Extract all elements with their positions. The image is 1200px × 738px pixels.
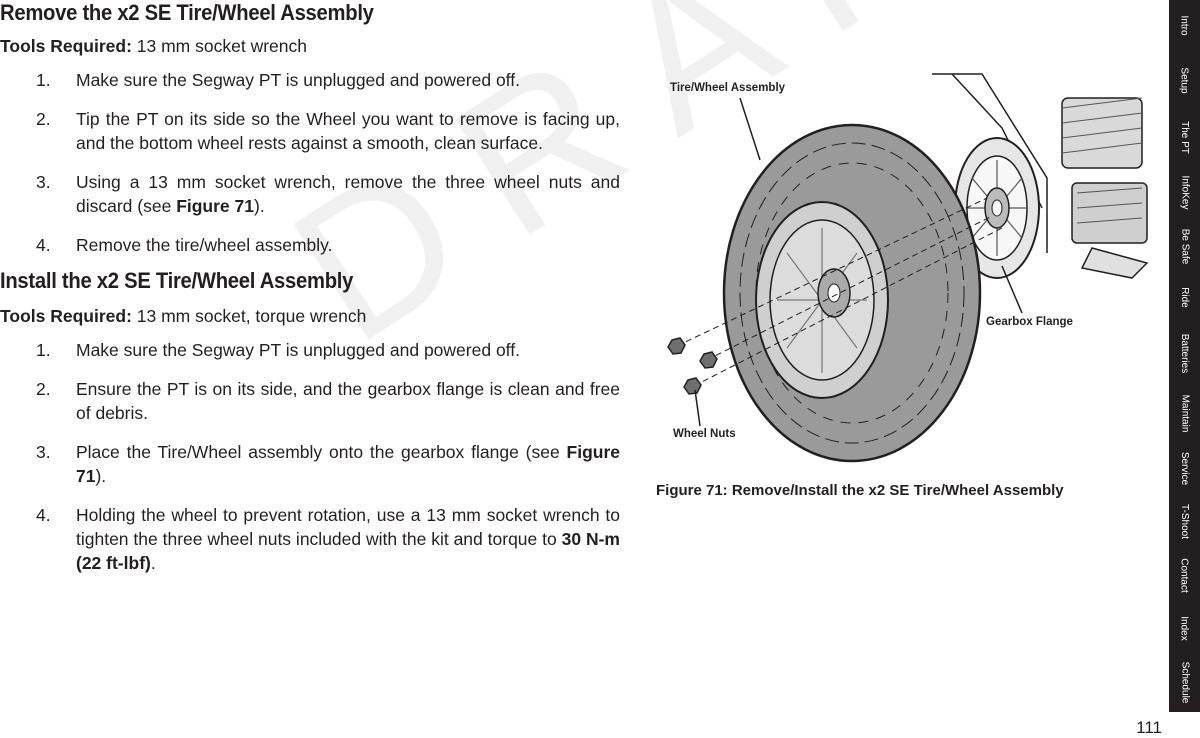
step-text-end: . — [150, 553, 156, 573]
list-item: 4. Holding the wheel to prevent rotation,… — [0, 503, 620, 575]
list-item: 3. Using a 13 mm socket wrench, remove th… — [0, 170, 620, 218]
label-tire-wheel-assembly: Tire/Wheel Assembly — [670, 82, 786, 94]
tab-maintain[interactable]: Maintain — [1179, 394, 1190, 432]
figure-71: Tire/Wheel Assembly Gearbox Flange Wheel… — [652, 68, 1152, 468]
step-text: Tip the PT on its side so the Wheel you … — [76, 109, 620, 153]
remove-tools-required: Tools Required: 13 mm socket wrench — [0, 36, 307, 57]
step-text: Using a 13 mm socket wrench, remove the … — [76, 172, 620, 216]
tab-setup[interactable]: Setup — [1178, 66, 1190, 94]
step-number: 2. — [36, 379, 51, 399]
tab-infokey[interactable]: InfoKey — [1179, 175, 1191, 210]
step-number: 4. — [36, 505, 51, 525]
tire-wheel-illustration — [667, 73, 1149, 463]
page-number: 111 — [1136, 718, 1162, 737]
step-number: 3. — [36, 172, 51, 192]
section-remove-title: Remove the x2 SE Tire/Wheel Assembly — [0, 0, 374, 25]
step-text: Holding the wheel to prevent rotation, u… — [76, 505, 620, 549]
step-text: Make sure the Segway PT is unplugged and… — [76, 340, 520, 360]
torque-value: 30 N-m (22 ft-lbf) — [76, 529, 620, 573]
tab-schedule[interactable]: Schedule — [1179, 661, 1191, 704]
tab-index[interactable]: Index — [1179, 615, 1190, 641]
tools-label: Tools Required: — [0, 36, 132, 56]
figure-link[interactable]: Figure 71 — [76, 442, 620, 486]
label-wheel-nuts: Wheel Nuts — [673, 428, 736, 440]
step-text: Place the Tire/Wheel assembly onto the g… — [76, 442, 567, 462]
step-number: 1. — [36, 340, 51, 360]
step-number: 3. — [36, 442, 51, 462]
tab-intro[interactable]: Intro — [1178, 14, 1190, 36]
list-item: 1. Make sure the Segway PT is unplugged a… — [0, 68, 620, 92]
list-item: 2. Ensure the PT is on its side, and the … — [0, 377, 620, 425]
step-number: 4. — [36, 235, 51, 255]
segway-body — [932, 73, 1149, 279]
step-text: Make sure the Segway PT is unplugged and… — [76, 70, 520, 90]
tab-batteries[interactable]: Batteries — [1179, 333, 1190, 373]
tools-label: Tools Required: — [0, 306, 132, 326]
wheel-nuts — [667, 337, 718, 395]
list-item: 3. Place the Tire/Wheel assembly onto the… — [0, 440, 620, 488]
tab-contact[interactable]: Contact — [1179, 558, 1190, 593]
step-text-end: ). — [95, 466, 107, 486]
section-tabs: Intro Setup The PT InfoKey Be Safe Ride … — [1169, 0, 1200, 712]
step-text: Ensure the PT is on its side, and the ge… — [76, 379, 620, 423]
gearbox-flange — [954, 137, 1040, 279]
step-text-end: ). — [254, 196, 265, 216]
list-item: 1. Make sure the Segway PT is unplugged a… — [0, 338, 620, 362]
figure-link[interactable]: Figure 71 — [176, 196, 254, 216]
list-item: 2. Tip the PT on its side so the Wheel yo… — [0, 107, 620, 155]
tools-value: 13 mm socket wrench — [136, 36, 307, 56]
list-item: 4. Remove the tire/wheel assembly. — [0, 233, 620, 257]
tab-the-pt[interactable]: The PT — [1179, 121, 1191, 154]
tab-ride[interactable]: Ride — [1178, 286, 1190, 308]
remove-steps: 1. Make sure the Segway PT is unplugged a… — [0, 68, 620, 272]
tab-t-shoot[interactable]: T-Shoot — [1179, 503, 1190, 539]
tab-service[interactable]: Service — [1179, 451, 1191, 485]
step-text: Remove the tire/wheel assembly. — [76, 235, 333, 255]
install-steps: 1. Make sure the Segway PT is unplugged a… — [0, 338, 620, 590]
tab-be-safe[interactable]: Be Safe — [1179, 228, 1190, 264]
install-tools-required: Tools Required: 13 mm socket, torque wre… — [0, 306, 366, 327]
step-number: 2. — [36, 109, 51, 129]
tools-value: 13 mm socket, torque wrench — [136, 306, 367, 326]
dashed-alignment-lines — [676, 197, 1003, 387]
leader-lines — [694, 97, 1023, 427]
tire — [722, 123, 982, 463]
figure-caption: Figure 71: Remove/Install the x2 SE Tire… — [656, 482, 1064, 499]
step-number: 1. — [36, 70, 51, 90]
section-install-title: Install the x2 SE Tire/Wheel Assembly — [0, 268, 354, 293]
label-gearbox-flange: Gearbox Flange — [986, 316, 1073, 328]
